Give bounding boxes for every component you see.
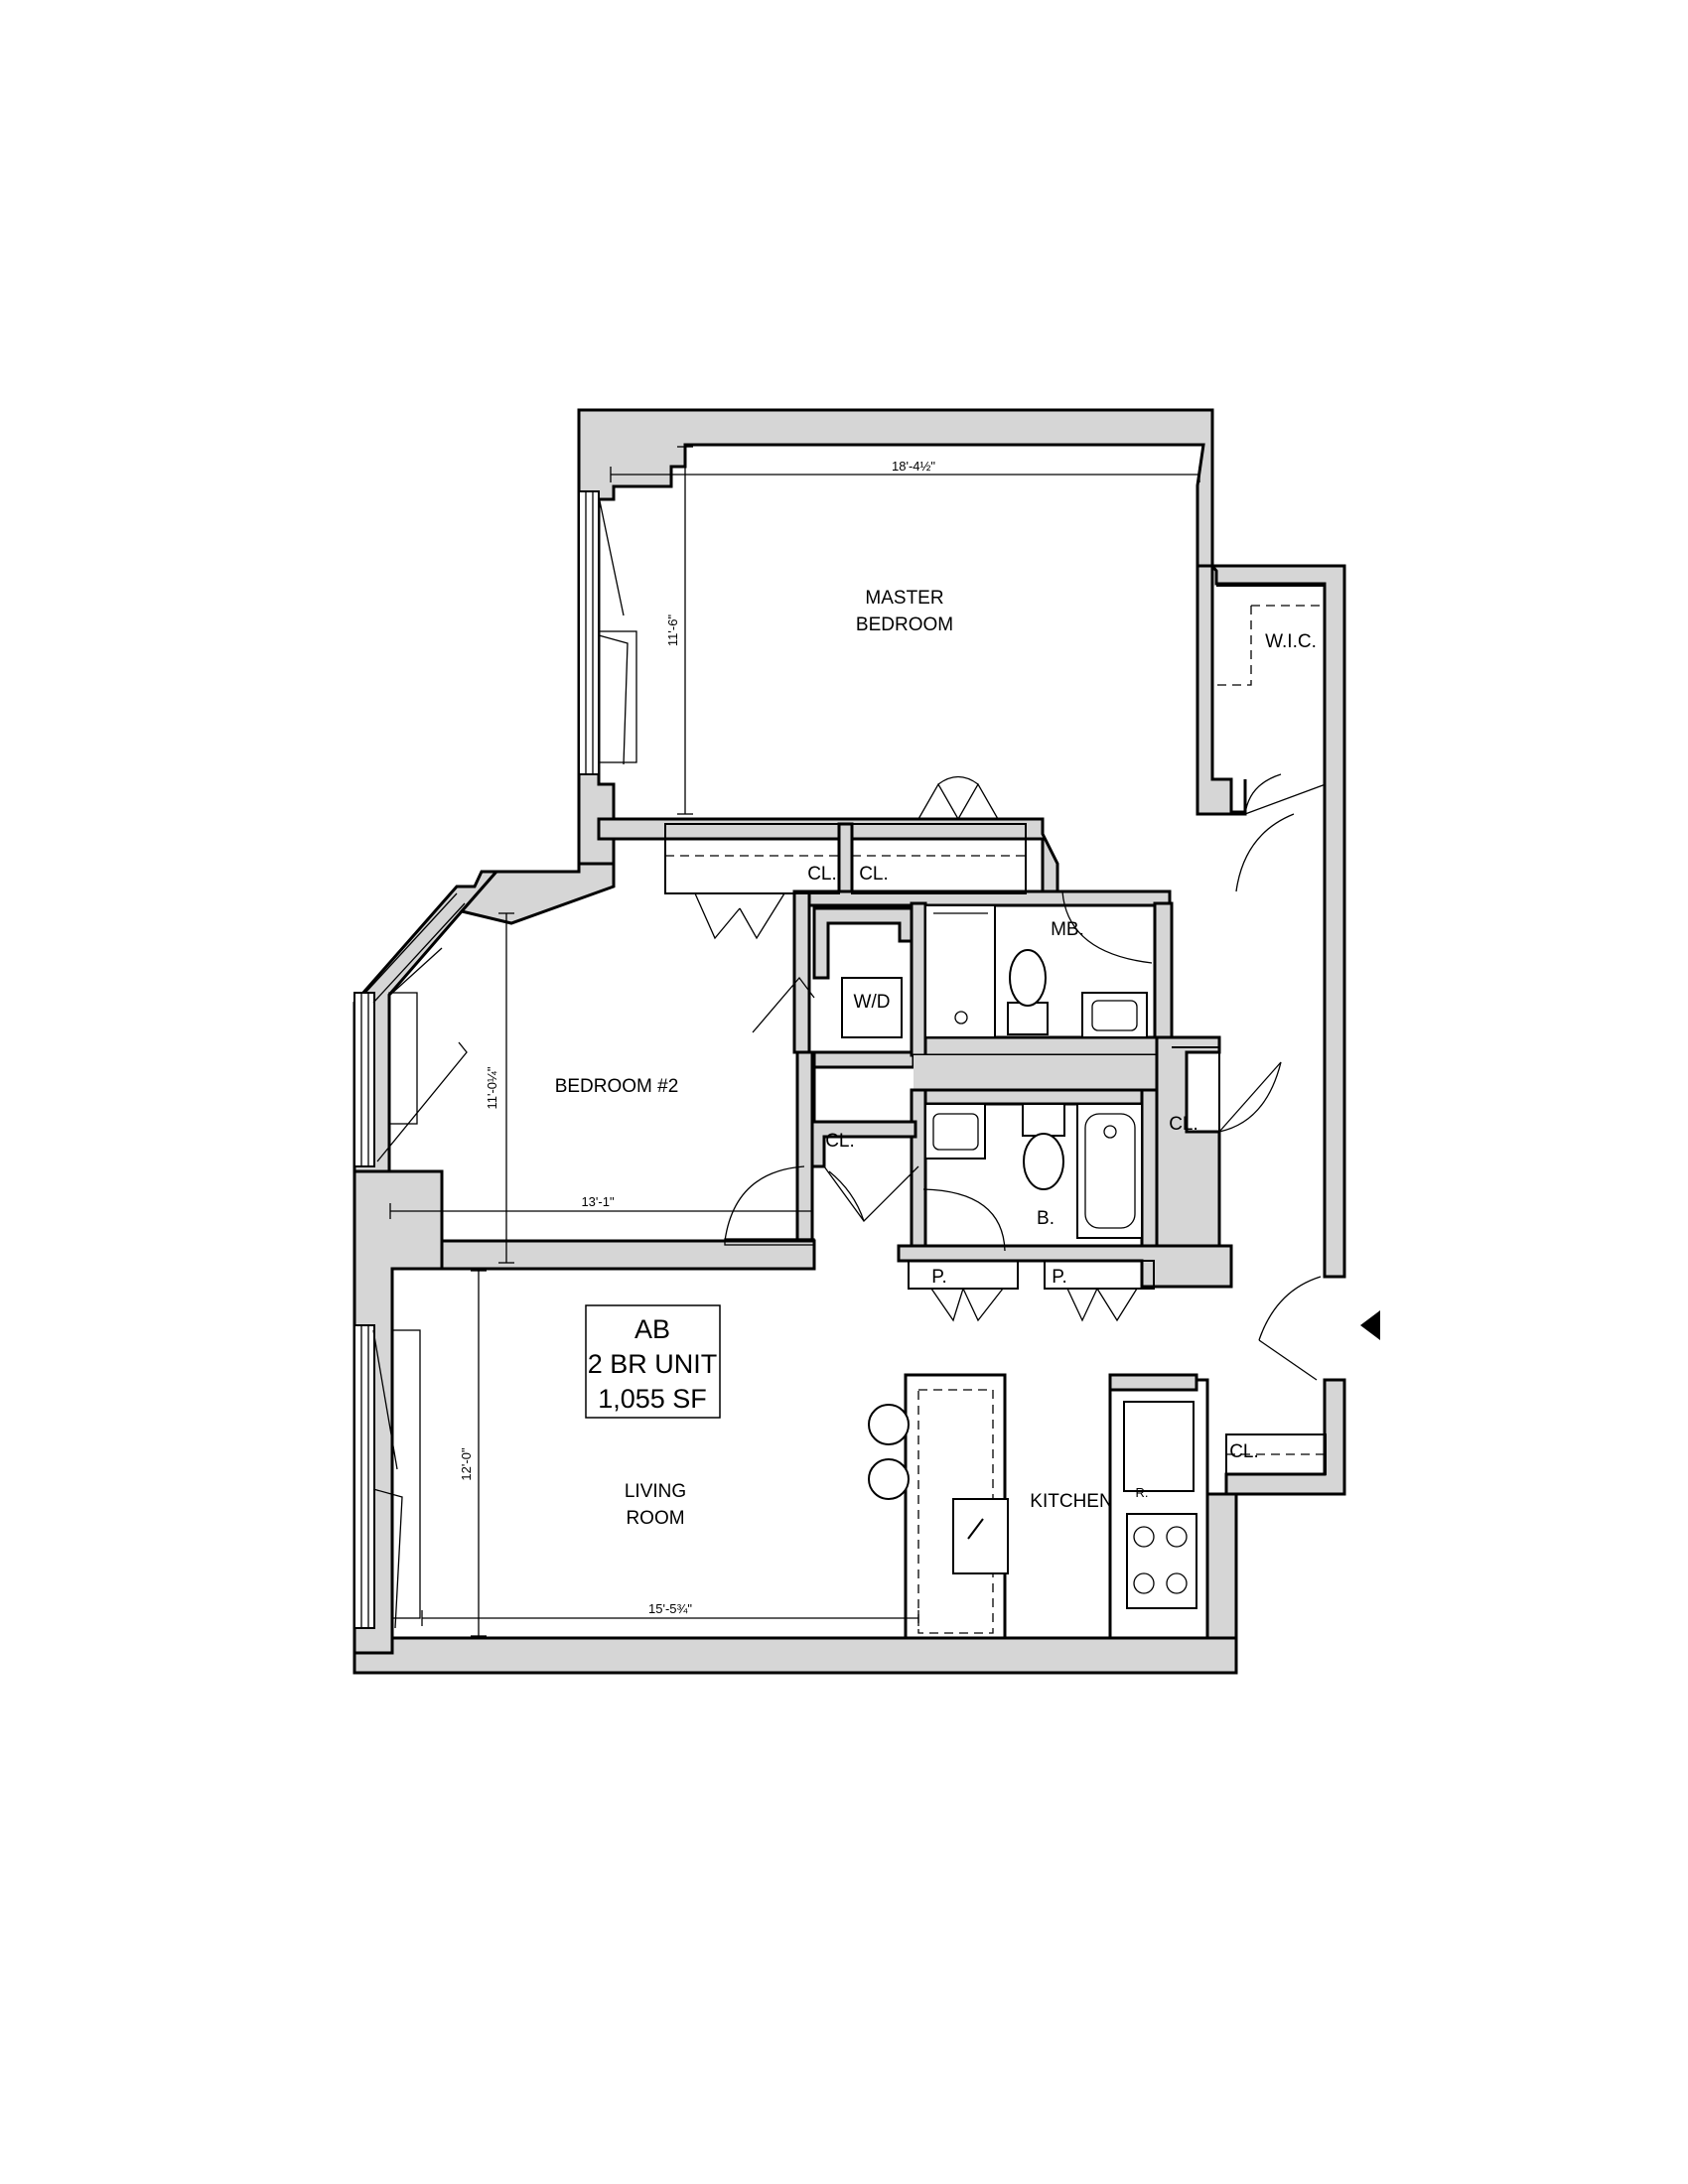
wic-label: W.I.C. [1265,631,1317,652]
closets-doors [664,585,1380,1475]
pantry2-label: P. [1052,1267,1067,1288]
entry-closet-label: CL. [1229,1441,1259,1462]
master-bedroom-label-line2: BEDROOM [856,614,953,635]
living-depth-dimension: 12'-0" [459,1447,474,1481]
dimension-lines [389,446,1200,1637]
living-width-dimension: 15'-5¾" [648,1601,692,1616]
bedroom2-depth-dimension: 11'-0¼" [485,1066,499,1109]
unit-info-box [585,1304,721,1419]
unit-type: 2 BR UNIT [588,1349,718,1379]
bath-label: B. [1037,1208,1055,1229]
windows [353,490,637,1629]
east-closet-label: CL. [1169,1114,1198,1135]
unit-name: AB [634,1314,670,1344]
closet-right-label: CL. [859,864,889,885]
pantry1-label: P. [931,1267,947,1288]
living-room-label-line2: ROOM [626,1508,684,1529]
master-bedroom-label-line1: MASTER [865,588,943,609]
living-room-label-line1: LIVING [625,1481,686,1502]
hall-closet-label: CL. [825,1131,855,1152]
master-width-dimension: 18'-4½" [892,459,935,474]
kitchen-label: KITCHEN [1030,1491,1112,1512]
bedroom2-width-dimension: 13'-1" [581,1194,615,1209]
entry-arrow [1360,1310,1380,1340]
bedroom2-label: BEDROOM #2 [555,1076,679,1097]
closet-left-label: CL. [807,864,837,885]
master-depth-dimension: 11'-6" [665,614,680,647]
master-bath-label: MB. [1051,919,1084,940]
refrigerator-label: R. [1136,1485,1149,1500]
bath-fixtures [924,904,1148,1239]
kitchen-fixtures [868,1389,1197,1634]
unit-area: 1,055 SF [598,1384,707,1414]
exterior-walls [352,408,1346,1675]
washer-dryer-label: W/D [854,992,891,1013]
interior-walls [440,817,1233,1640]
